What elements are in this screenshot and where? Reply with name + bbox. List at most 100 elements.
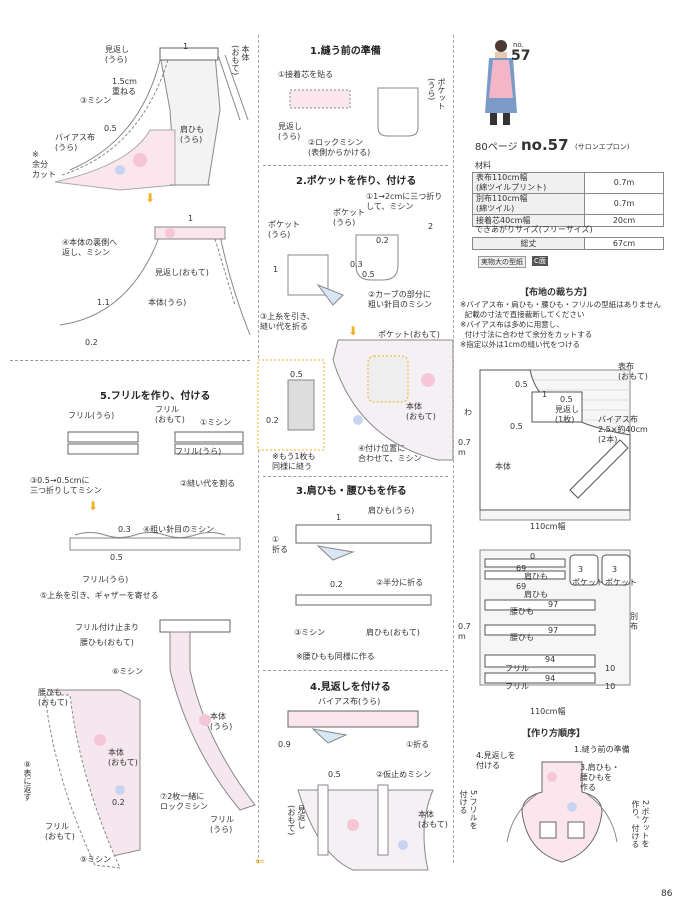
label-koshi-himo-2: 腰ひも (おもて) <box>38 688 68 707</box>
label-gather: ⑤上糸を引き、ギャザーを寄せる <box>40 591 159 600</box>
label-pull: ③上糸を引き、 縫い代を折る <box>260 312 315 331</box>
label-0-3: 0.3 <box>118 525 131 534</box>
size-label: できあがりサイズ(フリーサイズ) <box>475 225 593 234</box>
order-1: 1.縫う前の準備 <box>574 745 630 754</box>
label-also: ※もう1枚も 同様に縫う <box>272 452 316 471</box>
materials-table: 表布110cm幅 (綿ツイルプリント) 0.7m 別布110cm幅 (綿ツイル)… <box>472 172 664 227</box>
label-mikaeshi-omote: 見返し(おもて) <box>155 268 209 277</box>
materials-row: 表布110cm幅 (綿ツイルプリント) 0.7m <box>472 172 664 194</box>
label-0-5: 0.5 <box>104 124 117 133</box>
step2-diagram <box>287 234 399 306</box>
step1-diagram <box>289 87 419 137</box>
no-label: no. <box>513 41 524 49</box>
label-frill-omote: フリル (おもて) <box>155 405 185 424</box>
label-94-a: 94 <box>545 655 556 664</box>
label-mishin-6: ⑥ミシン <box>112 667 144 676</box>
size-key: 総丈 <box>472 237 585 250</box>
label-0-5-p: 0.5 <box>362 270 375 279</box>
divider <box>10 360 250 361</box>
materials-row: 接着芯40cm幅 20cm <box>472 214 664 227</box>
pattern-label: 実物大の型紙 <box>478 256 526 268</box>
size-table: 総丈 67cm <box>472 237 664 250</box>
divider-3 <box>263 476 448 477</box>
label-kata-1: 1 <box>336 513 342 522</box>
label-hontai-l1: 本体 <box>495 462 511 471</box>
order-title: 【作り方順序】 <box>522 729 586 739</box>
label-wa: わ <box>464 408 472 417</box>
materials-value: 20cm <box>584 214 664 227</box>
order-5: 5.フリルを 付ける <box>459 790 478 830</box>
label-tack: ②仮止めミシン <box>376 770 432 779</box>
left-arrow-icon: ⇐ <box>255 854 266 868</box>
label-mishin-3: ③ミシン <box>80 96 112 105</box>
page-ref: 80ページ <box>475 142 518 153</box>
order-4: 4.見返しを 付ける <box>476 751 516 770</box>
label-kata-ura: 肩ひも(うら) <box>368 506 415 515</box>
label-mishin-3b: ③ミシン <box>294 628 326 637</box>
step5-title: 5.フリルを作り、付ける <box>100 391 211 402</box>
label-frill-ura: フリル(うら) <box>68 411 115 420</box>
label-0-5-t: 0.5 <box>328 770 341 779</box>
label-0-3-p: 0.3 <box>350 260 363 269</box>
label-1: 1 <box>273 265 279 274</box>
materials-row: 別布110cm幅 (綿ツイル) 0.7m <box>472 193 664 215</box>
label-hontai-omote-2: 本体 (おもて) <box>406 402 436 421</box>
label-1-1: 1.1 <box>97 298 110 307</box>
label-10-b: 10 <box>605 682 616 691</box>
left-column: 見返し (うら) 1 本体 (おもて) 1.5cm 重ねる ③ミシン 0.5 バ… <box>0 0 265 903</box>
label-mikaeshi-omote-4: 見返し (おもて) <box>287 805 306 836</box>
down-arrow-icon-3: ⬇ <box>348 324 359 338</box>
label-lock: ②ロックミシン (表側からかける) <box>308 138 371 157</box>
label-0-2-q: 0.2 <box>266 416 279 425</box>
label-kata-omote: 肩ひも(おもて) <box>366 628 420 637</box>
label-0-5-l2: 0.5 <box>560 395 573 404</box>
label-3-b: 3 <box>612 565 618 574</box>
materials-label: 材料 <box>475 161 491 170</box>
label-num-1: 1 <box>183 42 189 51</box>
label-0-5-b: 0.5 <box>110 553 123 562</box>
label-hontai-ura-5: 本体 (うら) <box>210 712 233 731</box>
label-fold-3: ③0.5→0.5cmに 三つ折りしてミシン <box>30 476 102 495</box>
size-row: 総丈 67cm <box>472 237 664 250</box>
label-kata-himo-1: 肩ひも <box>524 572 548 581</box>
label-frill-l2: フリル <box>505 682 529 691</box>
title-no: no.57 <box>521 136 569 154</box>
step4-diagram <box>59 226 251 336</box>
label-hontai-ura: 本体(うら) <box>148 298 187 307</box>
materials-key: 別布110cm幅 (綿ツイル) <box>472 193 585 215</box>
label-koshi-2: 腰ひも <box>510 633 534 642</box>
label-same: ※腰ひもも同様に作る <box>296 652 375 661</box>
right-column: no. 57 80ページ no.57 (サロンエプロン) 材料 <box>453 0 690 903</box>
label-2: 2 <box>428 222 434 231</box>
label-97-b: 97 <box>548 626 559 635</box>
label-width-1: 110cm幅 <box>530 522 566 531</box>
step2-attach-diagram <box>257 339 454 461</box>
materials-value: 0.7m <box>584 193 664 215</box>
label-pocket-ura-2: ポケット (うら) <box>333 208 365 227</box>
label-frill-ura-4: フリル (うら) <box>210 815 234 834</box>
label-pocket-ura-1: ポケット (うら) <box>427 78 446 110</box>
label-kata-himo-ura: 肩ひも (うら) <box>180 125 204 144</box>
label-frill-omote-2: フリル (おもて) <box>45 822 75 841</box>
label-koshi-1: 腰ひも <box>510 607 534 616</box>
label-10-a: 10 <box>605 664 616 673</box>
order-2: 2.ポケットを 作り、付ける <box>631 800 650 848</box>
label-bias-ura: バイアス布 (うら) <box>55 133 95 152</box>
materials-key: 接着芯40cm幅 <box>472 214 585 227</box>
label-0-7m-2: 0.7 m <box>458 622 471 641</box>
label-3-a: 3 <box>578 565 584 574</box>
cut-notes: ※バイアス布・肩ひも・腰ひも・フリルの型紙はありません 記載の寸法で直接裁断して… <box>460 300 662 349</box>
label-attach: ④付け位置に 合わせて、ミシン <box>358 444 422 463</box>
label-mikaeshi-ura: 見返し (うら) <box>105 45 129 64</box>
middle-column: 1.縫う前の準備 ①接着芯を貼る ポケット (うら) 見返し (うら) ②ロック… <box>257 0 454 903</box>
label-frill-stop: フリル付け止まり <box>75 623 139 632</box>
label-0-l2: 0 <box>530 552 536 561</box>
label-lock-7: ⑦2枚一緒に ロックミシン <box>160 792 208 811</box>
label-bias-l1: バイアス布 2.5×約40cm (2本) <box>598 415 648 444</box>
step2-title: 2.ポケットを作り、付ける <box>296 176 417 187</box>
label-97-a: 97 <box>548 600 559 609</box>
label-frill-l1: フリル <box>505 664 529 673</box>
label-mikaeshi-ura-1: 見返し (うら) <box>278 122 302 141</box>
label-frill-ura-2: フリル(うら) <box>175 447 222 456</box>
label-fold-8: ⑧表に返す <box>23 760 32 801</box>
